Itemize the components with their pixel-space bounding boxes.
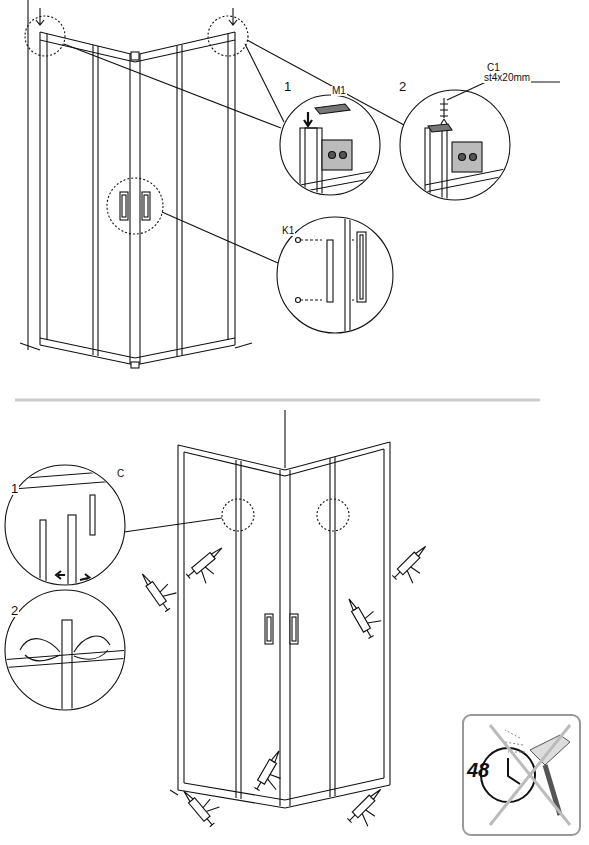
- callout-number: 2: [398, 80, 407, 93]
- part-label: C: [116, 469, 125, 479]
- enclosure-bottom: [0, 410, 438, 833]
- part-label: K1: [281, 226, 295, 236]
- callout-number: 1: [10, 482, 19, 495]
- part-label: st4x20mm: [483, 73, 531, 83]
- part-label: C1: [486, 63, 501, 73]
- part-label: M1: [331, 86, 347, 96]
- enclosure-top: [20, 0, 560, 368]
- callout-number: 1: [283, 80, 292, 93]
- callout-number: 2: [10, 604, 19, 617]
- separator: [15, 399, 540, 402]
- part-label: 48: [466, 760, 490, 780]
- wait-48h-icon: [463, 715, 580, 835]
